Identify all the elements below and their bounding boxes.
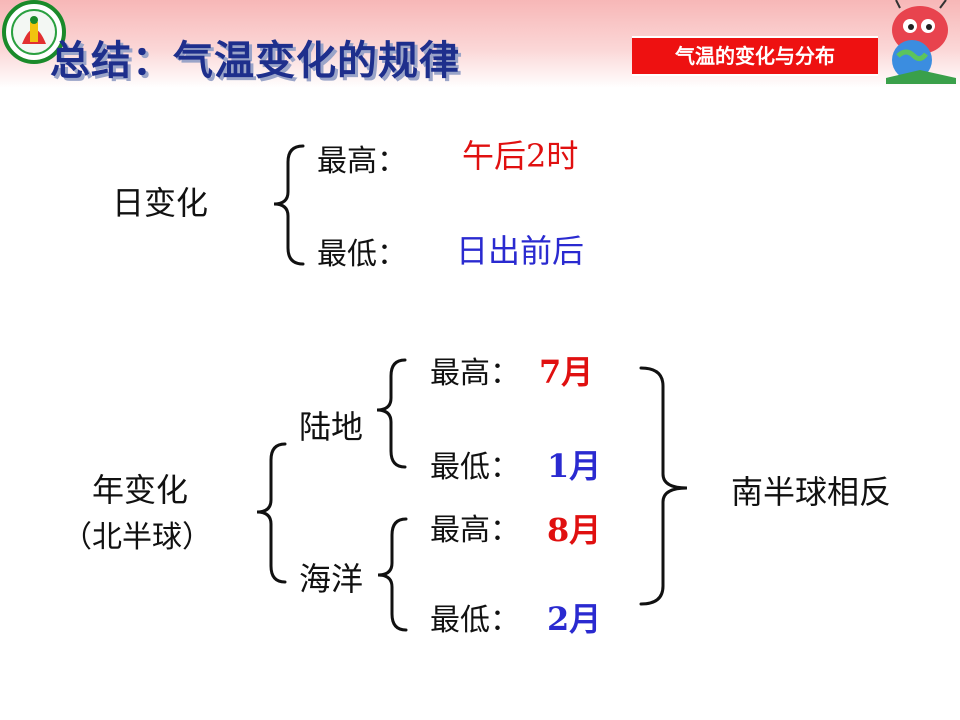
ocean-label: 海洋 [299,560,364,598]
annual-brace [256,442,287,584]
ocean-max-value: 8月 [547,511,602,549]
land-brace [376,358,407,469]
land-min-value: 1月 [547,447,602,485]
result-brace [639,366,688,606]
daily-max-label: 最高： [317,144,407,179]
daily-change-label: 日变化 [112,184,209,222]
daily-max-value: 午后2时 [462,137,579,175]
annual-change-label: 年变化 [92,471,189,509]
annual-hemisphere-label: （北半球） [62,520,212,555]
daily-brace [273,144,305,266]
school-logo-icon [2,0,66,64]
ocean-min-value: 2月 [547,600,602,638]
ocean-min-label: 最低： [430,603,520,638]
ocean-brace [377,517,408,632]
land-max-value: 7月 [539,353,594,391]
land-min-label: 最低： [430,450,520,485]
land-label: 陆地 [299,408,364,446]
page-title: 总结：气温变化的规律 [50,38,460,84]
southern-hemisphere-note: 南半球相反 [731,473,892,511]
topic-badge: 气温的变化与分布 [632,36,878,76]
daily-min-label: 最低： [317,237,407,272]
ocean-max-label: 最高： [430,513,520,548]
globe-mascot-icon [886,0,956,84]
daily-min-value: 日出前后 [456,232,585,270]
land-max-label: 最高： [430,356,520,391]
